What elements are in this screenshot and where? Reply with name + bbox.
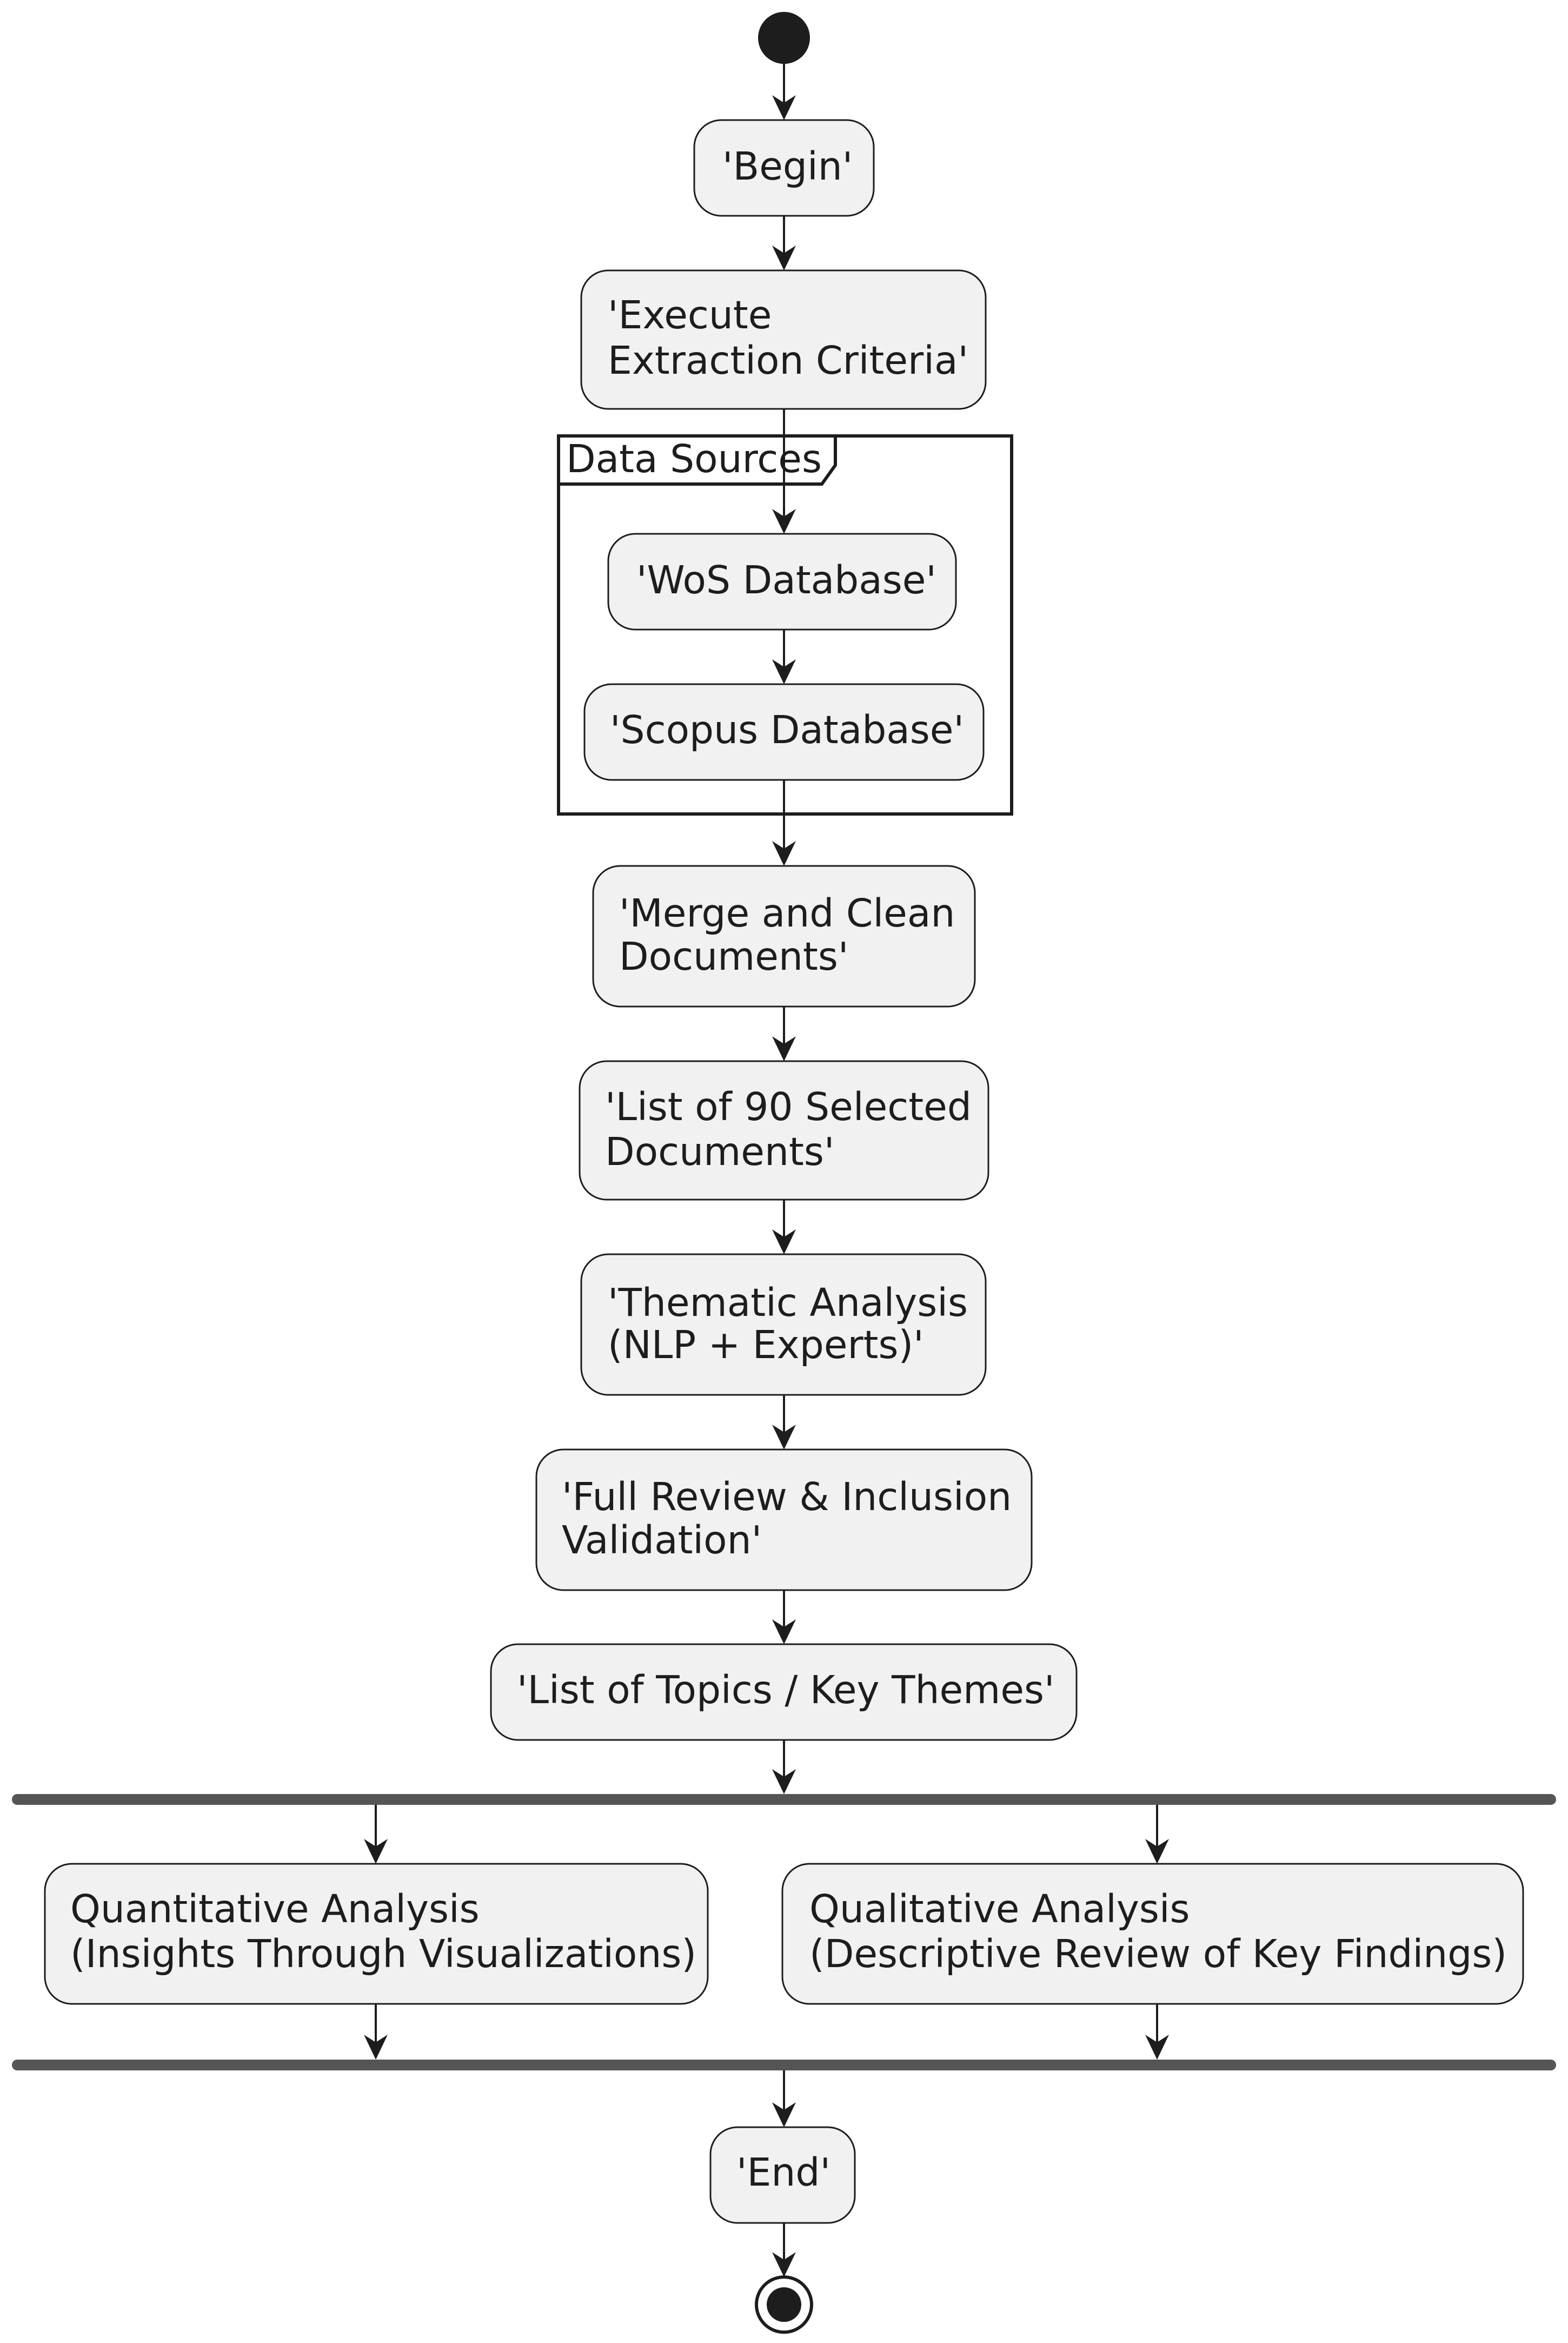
activity-quantitative-analysis: Quantitative Analysis (Insights Through … <box>44 1863 709 2005</box>
activity-scopus-database-label: 'Scopus Database' <box>610 707 964 752</box>
data-sources-tab <box>557 434 837 486</box>
activity-list-topics: 'List of Topics / Key Themes' <box>490 1643 1078 1741</box>
activity-list-90-documents: 'List of 90 Selected Documents' <box>579 1060 989 1201</box>
activity-full-review: 'Full Review & Inclusion Validation' <box>535 1448 1033 1591</box>
activity-quantitative-analysis-label: Quantitative Analysis (Insights Through … <box>70 1887 696 1976</box>
activity-list-90-documents-label: 'List of 90 Selected Documents' <box>605 1084 984 1174</box>
start-node <box>758 12 810 64</box>
arrow-head-icon <box>772 659 796 684</box>
fork-bar <box>12 1794 1556 1805</box>
activity-list-topics-label: 'List of Topics / Key Themes' <box>517 1667 1055 1712</box>
arrow-head-icon <box>772 1425 796 1450</box>
activity-end: 'End' <box>709 2126 856 2224</box>
activity-qualitative-analysis: Qualitative Analysis (Descriptive Review… <box>781 1863 1524 2005</box>
arrow-head-icon <box>772 1769 796 1794</box>
arrow-head-icon <box>772 1229 796 1254</box>
arrow-head-icon <box>772 2102 796 2127</box>
arrow-head-icon <box>1145 2035 1169 2060</box>
arrow-head-icon <box>772 509 796 534</box>
end-node <box>755 2275 813 2334</box>
arrow-head-icon <box>772 1619 796 1644</box>
edges <box>364 64 1169 2277</box>
data-sources-group: Data Sources <box>557 434 1013 816</box>
activity-wos-database-label: 'WoS Database' <box>636 558 936 603</box>
arrow-head-icon <box>772 246 796 270</box>
activity-scopus-database: 'Scopus Database' <box>583 683 985 781</box>
arrow-head-icon <box>364 2035 388 2060</box>
arrow-head-icon <box>772 2252 796 2277</box>
activity-begin: 'Begin' <box>693 119 875 217</box>
activity-execute-extraction-label: 'Execute Extraction Criteria' <box>608 293 968 383</box>
arrow-head-icon <box>364 1839 388 1864</box>
arrow-head-icon <box>772 95 796 120</box>
activity-full-review-label: 'Full Review & Inclusion Validation' <box>562 1474 1024 1563</box>
activity-begin-label: 'Begin' <box>722 144 853 189</box>
activity-merge-clean-label: 'Merge and Clean Documents' <box>619 891 967 979</box>
activity-wos-database: 'WoS Database' <box>607 533 957 631</box>
activity-merge-clean: 'Merge and Clean Documents' <box>592 865 976 1008</box>
arrow-head-icon <box>772 1036 796 1061</box>
join-bar <box>12 2060 1556 2070</box>
activity-execute-extraction: 'Execute Extraction Criteria' <box>580 269 987 410</box>
activity-thematic-analysis: 'Thematic Analysis (NLP + Experts)' <box>580 1253 987 1396</box>
activity-qualitative-analysis-label: Qualitative Analysis (Descriptive Review… <box>809 1887 1507 1976</box>
data-sources-label: Data Sources <box>566 436 822 481</box>
activity-thematic-analysis-label: 'Thematic Analysis (NLP + Experts)' <box>608 1280 980 1367</box>
activity-end-label: 'End' <box>736 2150 830 2195</box>
arrow-head-icon <box>772 841 796 866</box>
arrow-head-icon <box>1145 1839 1169 1864</box>
